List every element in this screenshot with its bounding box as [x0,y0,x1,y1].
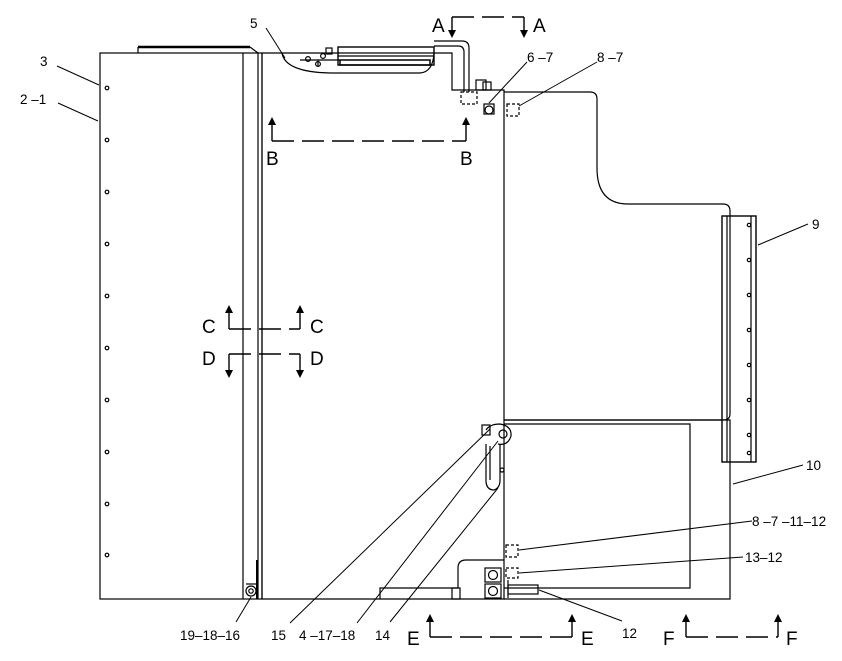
right-upper-panel [504,91,731,421]
section-a-left: A [432,16,445,37]
bracket-holes [746,222,752,456]
section-d-right: D [310,349,324,370]
callout-5: 5 [250,16,258,31]
section-d-left: D [202,349,216,370]
callout-3: 3 [40,54,48,69]
section-ticks [228,17,779,637]
callout-13-12: 13–12 [745,550,783,565]
callout-4-17-18: 4 –17–18 [299,628,355,643]
section-a-right: A [533,16,546,37]
hose-clamp [481,423,512,491]
section-arrowheads [225,30,782,622]
section-e-left: E [407,629,420,650]
callout-14: 14 [375,628,391,643]
section-f-left: F [663,629,675,650]
outlines [99,40,757,600]
section-e-right: E [581,629,594,650]
callout-8-7-top: 8 –7 [597,50,623,65]
section-b-right: B [460,149,473,170]
section-c-left: C [202,317,216,338]
left-side-panel [99,45,259,600]
callout-15: 15 [271,628,286,643]
top-component-assembly [281,40,470,92]
center-panel [256,52,505,600]
callout-10: 10 [806,458,821,473]
left-panel-holes [104,85,110,558]
callout-8-7-11-12: 8 –7 –11–12 [752,514,826,529]
callout-2-1: 2 –1 [20,92,46,107]
section-labels: A A B B C C D D E E F F [202,16,798,650]
section-b-left: B [266,149,279,170]
right-lower-panel [504,419,731,600]
callout-labels: 3 2 –1 5 6 –7 8 –7 9 10 8 –7 –11–12 13–1… [20,16,826,643]
top-fittings [460,79,520,117]
callout-6-7: 6 –7 [527,50,553,65]
callout-9: 9 [812,217,820,232]
section-f-right: F [786,629,798,650]
callout-19-18-16: 19–18–16 [180,628,240,643]
side-bracket [721,215,757,463]
section-cut-lines [229,16,778,638]
section-c-right: C [310,317,324,338]
bottom-fittings [379,544,539,600]
leader-lines [56,27,809,624]
callout-12: 12 [622,626,637,641]
bottom-left-fitting [245,583,257,597]
